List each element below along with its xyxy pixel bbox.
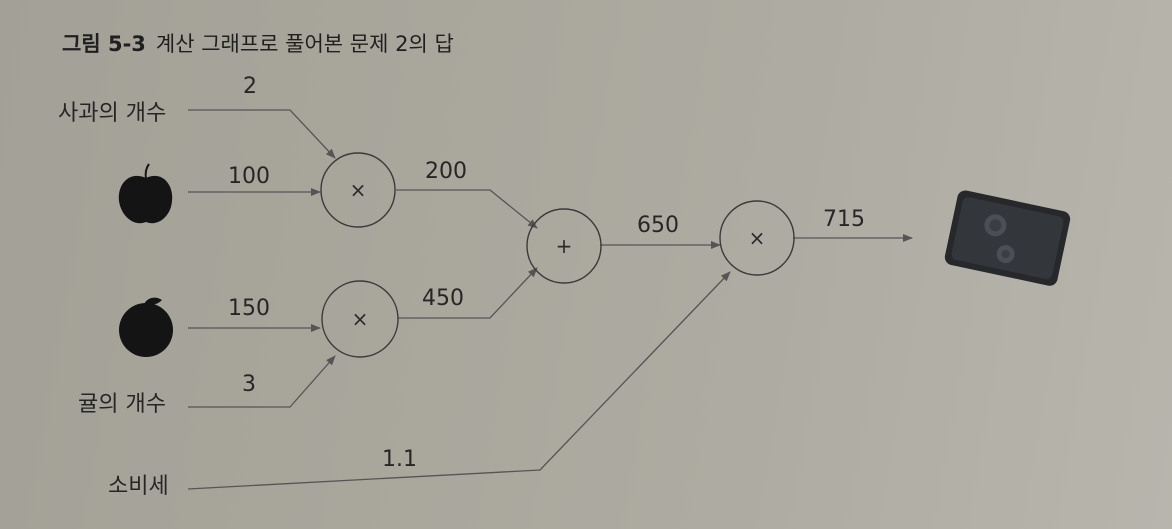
- edge-apple-total: [396, 189, 538, 229]
- edge-orange-total: [398, 267, 538, 319]
- edge-apple-count: [188, 109, 336, 159]
- figure-caption: 그림 5-3 계산 그래프로 풀어본 문제 2의 답: [62, 28, 454, 58]
- multiply-node-apple: [320, 152, 396, 228]
- orange-icon: [119, 297, 173, 357]
- edge-orange-count: [188, 355, 336, 408]
- value-orange-count: 3: [242, 372, 256, 397]
- value-orange-total: 450: [422, 286, 464, 311]
- value-result: 715: [823, 207, 865, 232]
- orange-count-label: 귤의 개수: [78, 392, 166, 417]
- operator-mul-apple: ×: [350, 178, 367, 202]
- edge-tax: [187, 271, 731, 490]
- figure-number: 그림 5-3: [62, 32, 146, 56]
- multiply-node-tax: [719, 200, 795, 276]
- add-node: [526, 208, 602, 284]
- operator-mul-tax: ×: [749, 226, 766, 250]
- value-sum: 650: [637, 213, 679, 238]
- tax-label: 소비세: [108, 474, 169, 499]
- value-tax: 1.1: [382, 447, 417, 472]
- value-apple-price: 100: [228, 164, 270, 189]
- value-orange-price: 150: [228, 296, 270, 321]
- operator-mul-orange: ×: [352, 307, 369, 331]
- apple-icon: [118, 163, 173, 224]
- value-apple-total: 200: [425, 159, 467, 184]
- figure-title: 계산 그래프로 풀어본 문제 2의 답: [155, 32, 454, 56]
- wallet-icon: [944, 190, 1071, 286]
- operator-add: +: [556, 234, 573, 258]
- apple-count-label: 사과의 개수: [58, 101, 166, 126]
- value-apple-count: 2: [243, 74, 257, 99]
- multiply-node-orange: [321, 280, 399, 358]
